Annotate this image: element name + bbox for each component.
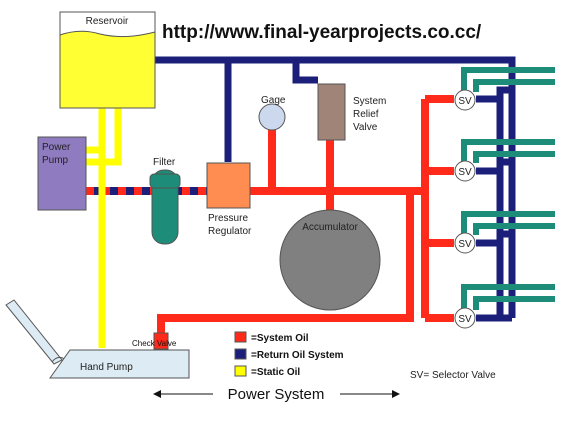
footer-title: Power System	[153, 386, 400, 403]
legend-swatch-static-oil	[234, 365, 247, 377]
relief-valve-label-3: Valve	[353, 122, 378, 133]
selector-valve-3: SV	[454, 232, 476, 254]
relief-valve-label-1: System	[353, 96, 386, 107]
check-valve: Check Valve	[132, 332, 177, 350]
accumulator: Accumulator	[279, 209, 381, 311]
power-pump: Power Pump	[37, 136, 87, 211]
selector-valve-label: SV	[458, 314, 472, 325]
gage-label: Gage	[261, 95, 286, 106]
system-oil-lines	[157, 95, 454, 340]
left-arrow-icon	[153, 390, 161, 398]
legend-label-return-oil: =Return Oil System	[251, 350, 344, 361]
pressure-regulator: Pressure Regulator	[206, 162, 252, 237]
system-relief-valve: System Relief Valve	[317, 83, 386, 141]
actuator-lines	[461, 67, 555, 310]
accumulator-label: Accumulator	[302, 222, 358, 233]
legend-label-static-oil: =Static Oil	[251, 367, 300, 378]
check-valve-label: Check Valve	[132, 339, 177, 348]
legend-label-system-oil: =System Oil	[251, 333, 309, 344]
filter: Filter	[149, 157, 181, 245]
selector-valve-label: SV	[458, 167, 472, 178]
selector-valve-4: SV	[454, 307, 476, 329]
hand-pump: Hand Pump	[5, 299, 190, 379]
selector-valve-label: SV	[458, 239, 472, 250]
power-pump-label-1: Power	[42, 142, 71, 153]
return-oil-lines	[86, 56, 516, 322]
pressure-regulator-label-1: Pressure	[208, 213, 248, 224]
pressure-regulator-label-2: Regulator	[208, 226, 252, 237]
selector-valve-label: SV	[458, 96, 472, 107]
legend-swatch-return-oil	[234, 348, 247, 360]
selector-valves: SV SV SV SV	[454, 89, 476, 329]
legend-swatch-system-oil	[234, 331, 247, 343]
reservoir-label: Reservoir	[86, 16, 129, 27]
filter-label: Filter	[153, 157, 176, 168]
static-oil-lines	[86, 108, 122, 348]
relief-valve-label-2: Relief	[353, 109, 379, 120]
selector-valve-note: SV= Selector Valve	[410, 370, 496, 381]
gage: Gage	[258, 95, 286, 131]
reservoir: Reservoir	[59, 11, 156, 109]
power-system-title: Power System	[228, 386, 325, 403]
selector-valve-2: SV	[454, 160, 476, 182]
header-url[interactable]: http://www.final-yearprojects.co.cc/	[162, 22, 482, 43]
selector-valve-1: SV	[454, 89, 476, 111]
legend: =System Oil =Return Oil System =Static O…	[234, 331, 344, 378]
hand-pump-label: Hand Pump	[80, 362, 133, 373]
power-pump-label-2: Pump	[42, 155, 69, 166]
right-arrow-icon	[392, 390, 400, 398]
